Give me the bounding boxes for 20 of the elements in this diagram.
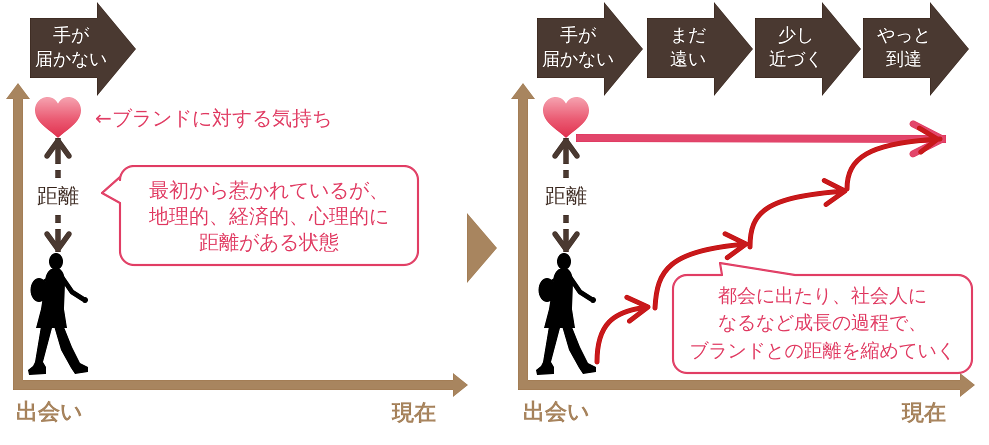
axis-label: 現在 bbox=[902, 401, 946, 427]
axis-label: 出会い bbox=[523, 400, 590, 426]
step-box: 手が届かない bbox=[30, 2, 136, 96]
annotation: ←ブランドに対する気持ち bbox=[95, 106, 332, 130]
heart-icon bbox=[35, 97, 81, 138]
label: 距離 bbox=[542, 184, 590, 209]
arrow bbox=[576, 120, 946, 158]
person-silhouette bbox=[27, 252, 89, 376]
heart-icon bbox=[543, 97, 589, 138]
step-box: 少し近づく bbox=[755, 2, 861, 96]
axis-label: 現在 bbox=[392, 401, 436, 427]
step-box: 手が届かない bbox=[537, 2, 643, 96]
step-box: まだ遠い bbox=[647, 2, 753, 96]
curved-arrow bbox=[594, 126, 942, 364]
label: 距離 bbox=[34, 184, 82, 209]
person-silhouette bbox=[535, 252, 597, 376]
step-box: やっと到達 bbox=[863, 2, 969, 96]
speech-bubble: 都会に出たり、社会人になるなど成長の過程で、ブランドとの距離を縮めていく bbox=[671, 262, 974, 375]
speech-bubble: 最初から惹かれているが、地理的、経済的、心理的に距離がある状態 bbox=[100, 165, 420, 267]
axis-label: 出会い bbox=[16, 400, 83, 426]
